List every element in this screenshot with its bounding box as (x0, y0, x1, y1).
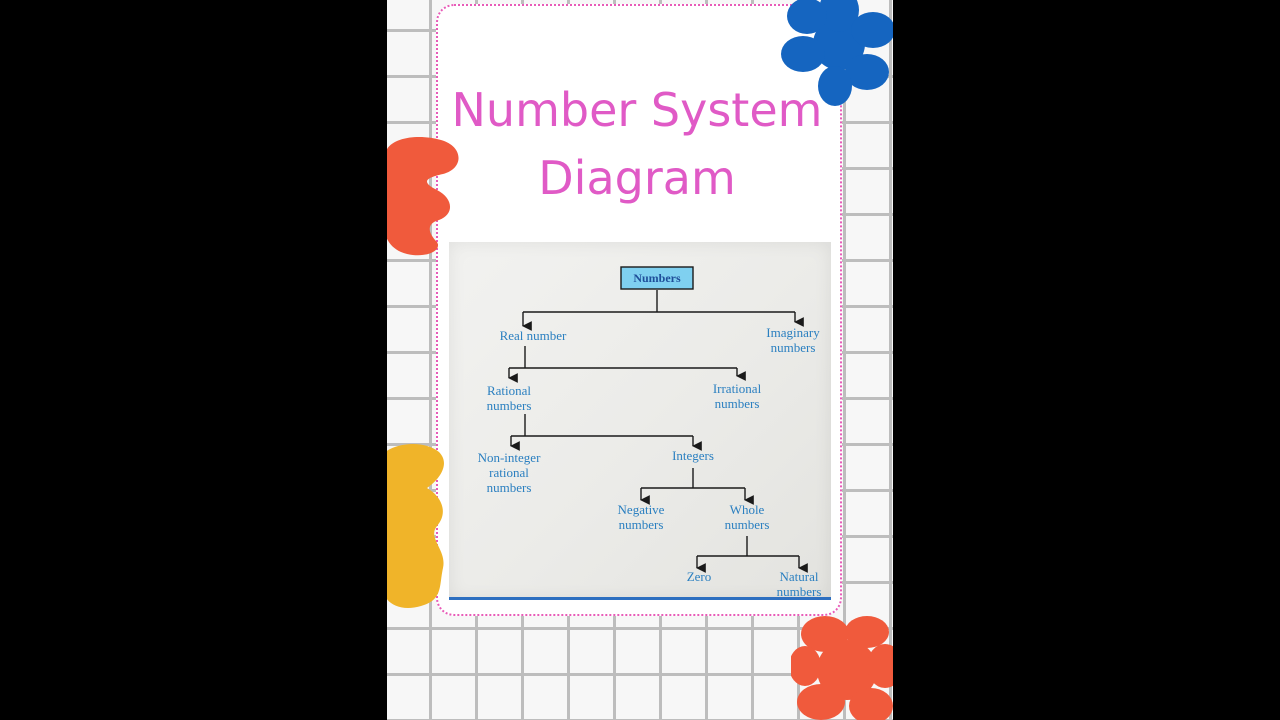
yellow-blob-left (387, 443, 444, 608)
root-label: Numbers (633, 271, 681, 285)
svg-text:Whole: Whole (730, 502, 765, 517)
node-zero: Zero (687, 569, 712, 584)
tree-connectors (508, 290, 808, 573)
svg-text:numbers: numbers (619, 517, 664, 532)
node-numbers: Numbers (620, 266, 694, 290)
title-line-1: Number System (451, 83, 823, 137)
node-negative-numbers: Negative numbers (618, 502, 665, 532)
node-irrational-numbers: Irrational numbers (713, 381, 762, 411)
svg-text:numbers: numbers (725, 517, 770, 532)
svg-text:Irrational: Irrational (713, 381, 762, 396)
svg-text:numbers: numbers (715, 396, 760, 411)
node-whole-numbers: Whole numbers (725, 502, 770, 532)
svg-text:Negative: Negative (618, 502, 665, 517)
root-box (620, 266, 694, 290)
page-edge-line (449, 597, 831, 600)
node-natural-numbers: Natural numbers (777, 569, 822, 599)
node-non-integer-rational-numbers: Non-integer rational numbers (478, 450, 541, 495)
title-line-2: Diagram (538, 151, 736, 205)
node-real-number: Real number (500, 328, 567, 343)
node-imaginary-numbers: Imaginary numbers (766, 325, 820, 355)
orange-flower-shape (791, 616, 893, 720)
svg-text:numbers: numbers (487, 480, 532, 495)
svg-text:Rational: Rational (487, 383, 531, 398)
node-integers: Integers (672, 448, 714, 463)
blue-flower-shape (781, 0, 893, 106)
orange-blob-left (387, 136, 459, 256)
diagram-photo: Numbers Real number Imaginary numbers Ra… (449, 242, 831, 600)
number-system-tree: Numbers Real number Imaginary numbers Ra… (478, 266, 822, 599)
svg-text:Natural: Natural (780, 569, 819, 584)
svg-text:rational: rational (489, 465, 529, 480)
svg-text:Non-integer: Non-integer (478, 450, 541, 465)
svg-text:numbers: numbers (487, 398, 532, 413)
node-rational-numbers: Rational numbers (487, 383, 532, 413)
svg-text:Imaginary: Imaginary (766, 325, 820, 340)
thumbnail-canvas: Number System Diagram (387, 0, 893, 720)
page-title: Number System Diagram (440, 76, 834, 212)
svg-text:numbers: numbers (771, 340, 816, 355)
svg-text:numbers: numbers (777, 584, 822, 599)
